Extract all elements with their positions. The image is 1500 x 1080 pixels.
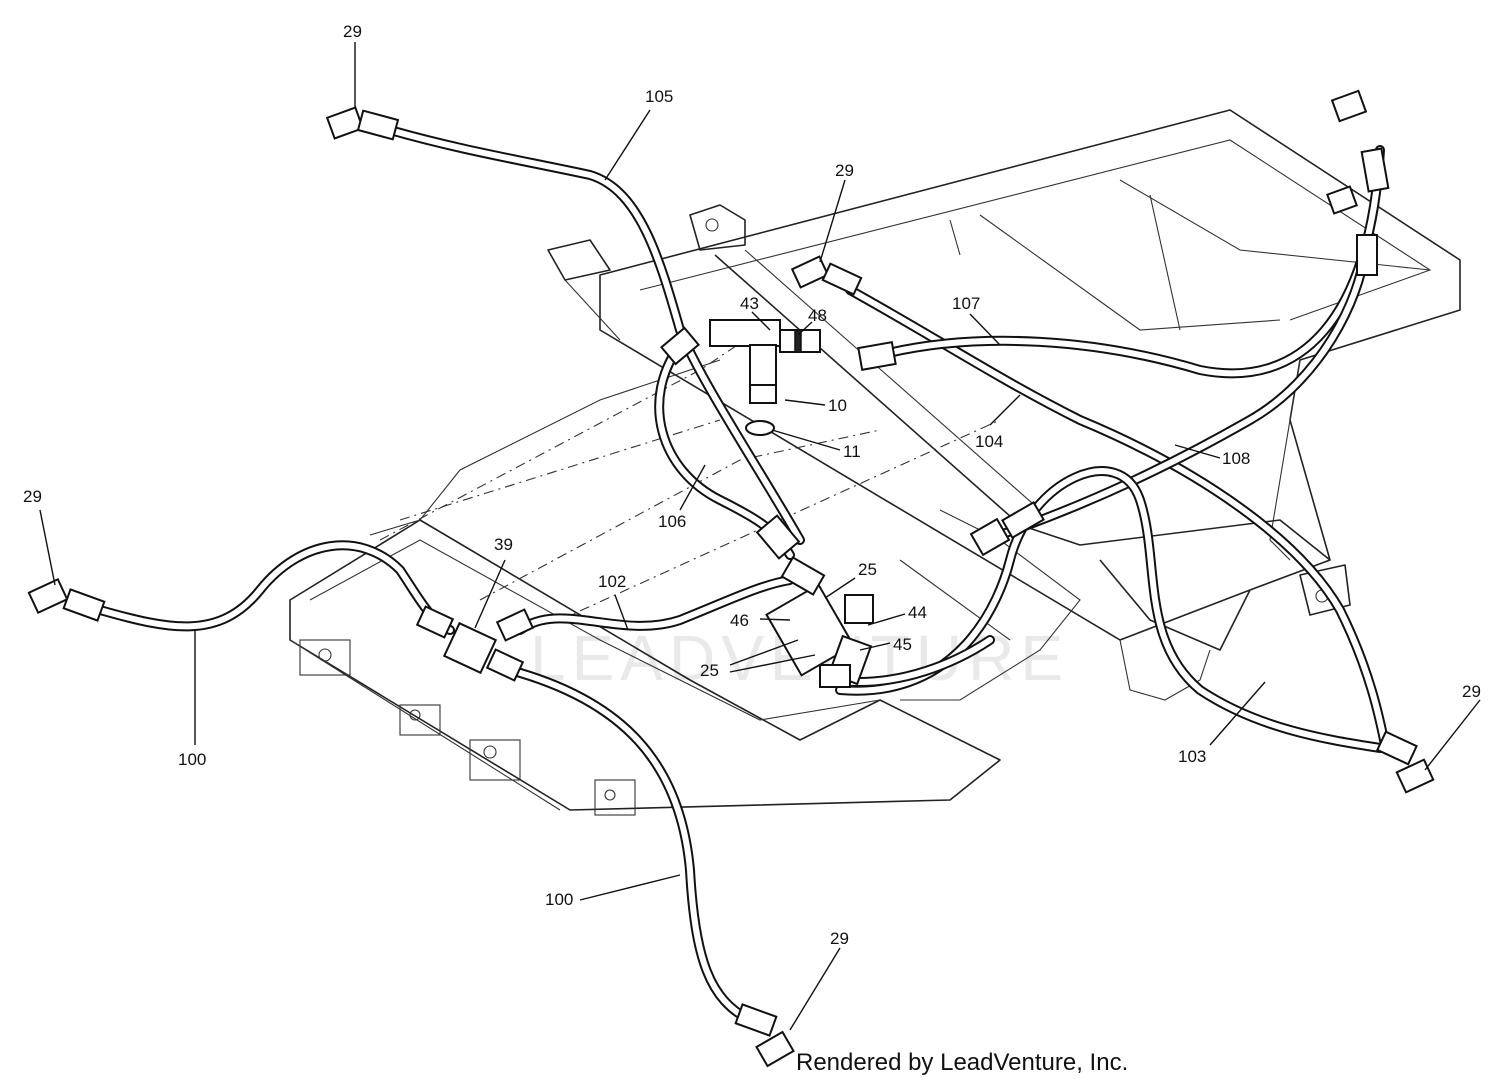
tee-fitting-43 [709,319,821,404]
callout-102: 102 [598,572,626,591]
elbow-fitting-29-center [790,255,863,296]
callout-43: 43 [740,294,759,313]
elbow-fitting-29-right [1376,730,1435,794]
callout-25-upper: 25 [858,560,877,579]
hose-100-left [95,540,455,635]
callout-29-right: 29 [1462,682,1481,701]
o-ring-11 [745,420,775,436]
callout-29-left: 29 [23,487,42,506]
callout-107: 107 [952,294,980,313]
callout-100-left: 100 [178,750,206,769]
callout-labels: 29 105 29 43 48 107 10 11 104 108 106 29… [23,22,1481,948]
callout-45: 45 [893,635,912,654]
callout-104: 104 [975,432,1003,451]
callout-46: 46 [730,611,749,630]
callout-11: 11 [843,442,861,461]
callout-106: 106 [658,512,686,531]
hose-100-bottom [505,665,755,1025]
callout-29-top-left: 29 [343,22,362,41]
callout-29-bottom: 29 [830,929,849,948]
fittings [27,89,1435,1068]
callout-29-center: 29 [835,161,854,180]
tee-fitting-39 [415,605,535,682]
manifold-46 [765,556,874,688]
callout-48: 48 [808,306,827,325]
footer-credit: Rendered by LeadVenture, Inc. [796,1049,1128,1076]
callout-100-bottom: 100 [545,890,573,909]
callout-10: 10 [828,396,847,415]
elbow-fitting-29-left [27,577,106,622]
leader-lines [39,42,1481,1031]
callout-44: 44 [908,603,927,622]
elbow-fitting-29-top-left [325,106,400,141]
callout-25-lower: 25 [700,661,719,680]
elbow-fitting-29-bottom [734,1003,795,1068]
callout-105: 105 [645,87,673,106]
callout-108: 108 [1222,449,1250,468]
callout-39: 39 [494,535,513,554]
callout-103: 103 [1178,747,1206,766]
hose-assemblies [95,125,1390,1025]
chassis-frame [289,109,1461,816]
